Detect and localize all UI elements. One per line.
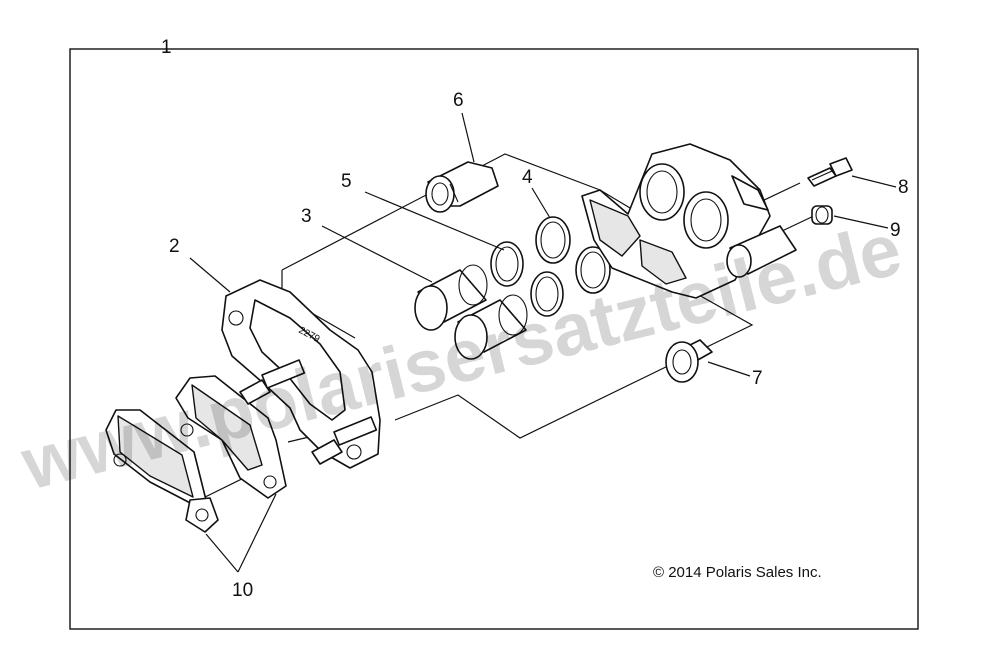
caliper-body xyxy=(581,143,771,299)
dust-seals-part-4 xyxy=(535,216,611,294)
bleeder-cap-part-9 xyxy=(811,205,833,225)
callout-4: 4 xyxy=(522,167,533,188)
piston-seals-part-5 xyxy=(490,241,564,317)
brake-pads-part-10 xyxy=(105,375,287,533)
pistons-part-3 xyxy=(414,264,528,360)
diagram-frame xyxy=(69,48,919,630)
callout-10: 10 xyxy=(232,580,253,601)
callout-1: 1 xyxy=(161,37,172,58)
watermark: www.polarisersatzteile.de xyxy=(13,207,909,506)
callout-5: 5 xyxy=(341,171,352,192)
boot-part-7 xyxy=(665,339,713,383)
copyright-notice: © 2014 Polaris Sales Inc. xyxy=(653,564,822,581)
guide-pin-boot-part-6 xyxy=(425,161,499,213)
callout-3: 3 xyxy=(301,206,312,227)
assembly-lines xyxy=(194,153,821,503)
bleeder-screw-part-8 xyxy=(807,157,853,187)
callout-6: 6 xyxy=(453,90,464,111)
callout-8: 8 xyxy=(898,177,909,198)
caliper-bracket-part-2: 2279 xyxy=(221,279,381,469)
callout-leaders xyxy=(166,49,897,573)
callout-9: 9 xyxy=(890,220,901,241)
callout-7: 7 xyxy=(752,368,763,389)
slide-sleeve xyxy=(726,225,797,278)
callout-2: 2 xyxy=(169,236,180,257)
